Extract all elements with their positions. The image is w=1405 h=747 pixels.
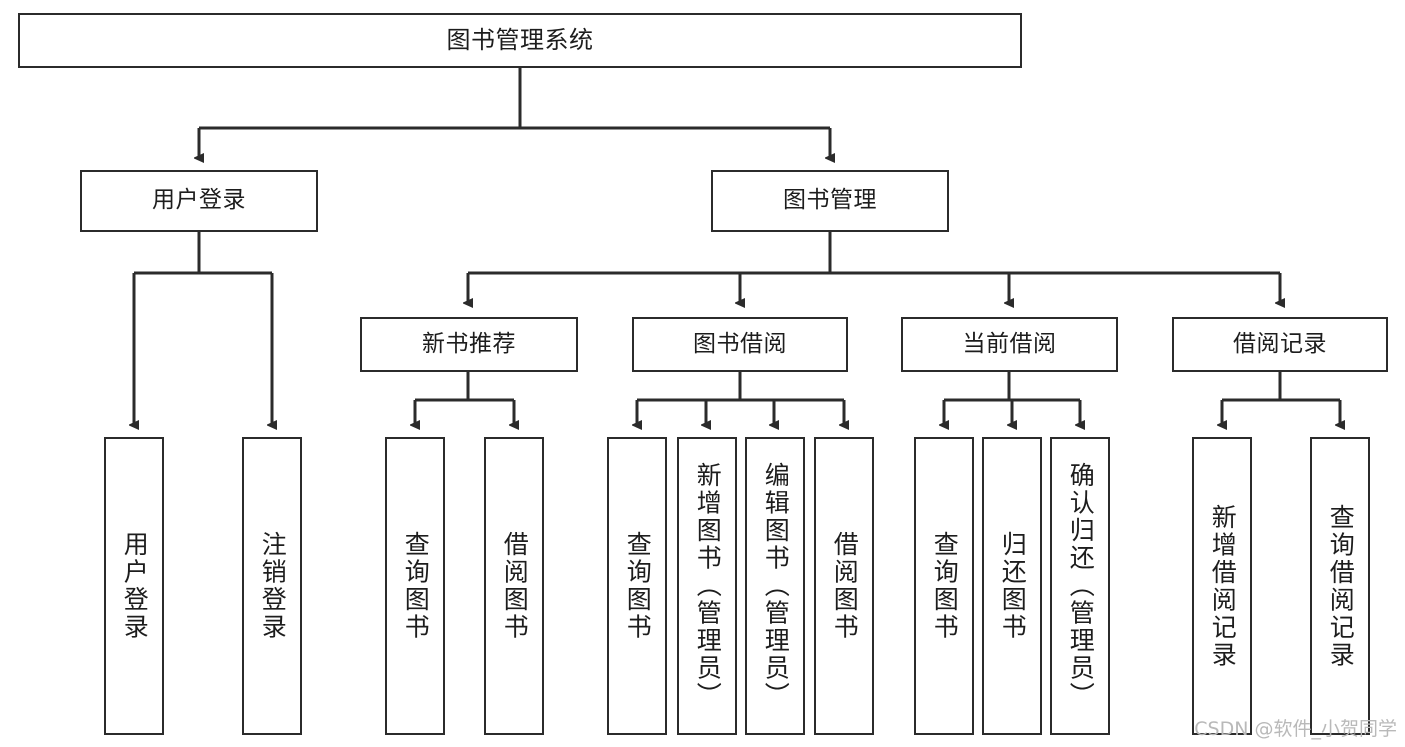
leaf-query-book-new[interactable]: 查询图书 <box>385 437 445 735</box>
node-label: 归还图书 <box>998 531 1028 641</box>
node-user-login[interactable]: 用户登录 <box>80 170 318 232</box>
node-label: 当前借阅 <box>962 330 1057 357</box>
node-label: 查询图书 <box>930 531 960 641</box>
leaf-add-book-admin[interactable]: 新增图书（管理员） <box>677 437 737 735</box>
leaf-confirm-return-admin[interactable]: 确认归还（管理员） <box>1050 437 1110 735</box>
node-label: 新增图书（管理员） <box>693 462 723 710</box>
node-label: 借阅图书 <box>500 531 530 641</box>
node-label: 用户登录 <box>120 531 150 641</box>
node-book-management[interactable]: 图书管理 <box>711 170 949 232</box>
leaf-query-borrow-record[interactable]: 查询借阅记录 <box>1310 437 1370 735</box>
node-label: 查询图书 <box>623 531 653 641</box>
node-current-borrow[interactable]: 当前借阅 <box>901 317 1118 372</box>
leaf-user-login[interactable]: 用户登录 <box>104 437 164 735</box>
leaf-logout[interactable]: 注销登录 <box>242 437 302 735</box>
node-label: 确认归还（管理员） <box>1066 462 1096 710</box>
node-label: 编辑图书（管理员） <box>761 462 791 710</box>
node-label: 查询借阅记录 <box>1326 503 1356 669</box>
node-root-system[interactable]: 图书管理系统 <box>18 13 1022 68</box>
leaf-query-book-current[interactable]: 查询图书 <box>914 437 974 735</box>
leaf-query-book-borrow[interactable]: 查询图书 <box>607 437 667 735</box>
node-label: 查询图书 <box>401 531 431 641</box>
node-label: 借阅记录 <box>1233 330 1327 357</box>
leaf-borrow-book[interactable]: 借阅图书 <box>814 437 874 735</box>
node-borrow-record[interactable]: 借阅记录 <box>1172 317 1388 372</box>
node-label: 借阅图书 <box>830 531 860 641</box>
node-label: 图书管理系统 <box>446 26 594 55</box>
node-book-borrow[interactable]: 图书借阅 <box>632 317 848 372</box>
csdn-watermark: CSDN @软件_小贺同学 <box>1194 718 1397 740</box>
node-label: 图书借阅 <box>693 330 787 357</box>
node-label: 注销登录 <box>258 531 288 641</box>
node-label: 图书管理 <box>783 187 877 214</box>
node-label: 用户登录 <box>152 187 246 214</box>
node-label: 新增借阅记录 <box>1208 503 1238 669</box>
node-label: 新书推荐 <box>422 330 516 357</box>
leaf-add-borrow-record[interactable]: 新增借阅记录 <box>1192 437 1252 735</box>
leaf-return-book[interactable]: 归还图书 <box>982 437 1042 735</box>
leaf-edit-book-admin[interactable]: 编辑图书（管理员） <box>745 437 805 735</box>
leaf-borrow-book-new[interactable]: 借阅图书 <box>484 437 544 735</box>
node-new-book-recommend[interactable]: 新书推荐 <box>360 317 578 372</box>
